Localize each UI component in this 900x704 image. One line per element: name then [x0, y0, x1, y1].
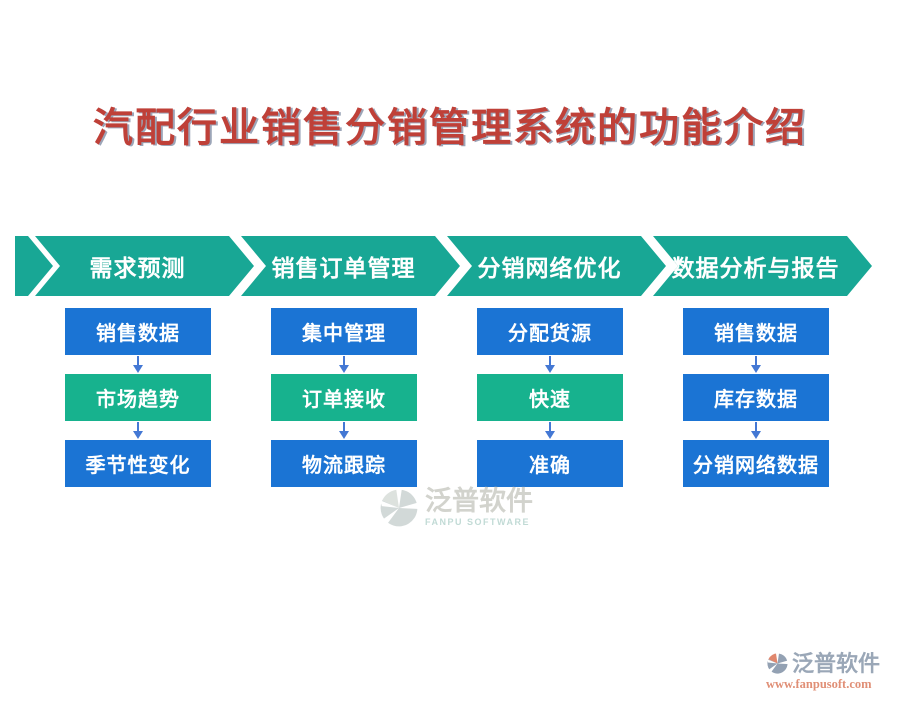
step-box: 订单接收 — [271, 374, 417, 421]
ribbon-segment-label: 需求预测 — [89, 256, 186, 281]
down-arrow-icon — [131, 355, 145, 374]
down-arrow-icon — [131, 421, 145, 440]
watermark-brand: 泛普软件 — [425, 486, 533, 516]
down-arrow-icon — [337, 421, 351, 440]
process-ribbon: 需求预测 销售订单管理 分销网络优化 数据分析与报告 — [15, 236, 887, 296]
footer-brand: 泛普软件 www.fanpusoft.com — [766, 652, 896, 692]
step-box: 库存数据 — [683, 374, 829, 421]
fanpu-logo-icon — [380, 489, 420, 527]
watermark-caption: FANPU SOFTWARE — [425, 517, 531, 528]
step-box: 销售数据 — [65, 308, 211, 355]
footer-brand-name: 泛普软件 — [792, 650, 881, 676]
step-box: 快速 — [477, 374, 623, 421]
step-columns: 销售数据市场趋势季节性变化集中管理订单接收物流跟踪分配货源快速准确销售数据库存数… — [35, 308, 900, 487]
step-box: 分配货源 — [477, 308, 623, 355]
step-box: 集中管理 — [271, 308, 417, 355]
step-box: 准确 — [477, 440, 623, 487]
ribbon-segment-label: 分销网络优化 — [477, 256, 622, 281]
down-arrow-icon — [543, 421, 557, 440]
step-column: 集中管理订单接收物流跟踪 — [241, 308, 447, 487]
step-column: 销售数据库存数据分销网络数据 — [653, 308, 859, 487]
down-arrow-icon — [337, 355, 351, 374]
page-title: 汽配行业销售分销管理系统的功能介绍 — [93, 105, 807, 150]
footer-url: www.fanpusoft.com — [766, 677, 872, 691]
ribbon-segment-label: 数据分析与报告 — [671, 256, 840, 281]
step-box: 销售数据 — [683, 308, 829, 355]
step-box: 市场趋势 — [65, 374, 211, 421]
step-column: 销售数据市场趋势季节性变化 — [35, 308, 241, 487]
step-box: 物流跟踪 — [271, 440, 417, 487]
fanpu-logo-icon — [767, 653, 789, 674]
ribbon-segment: 需求预测 — [35, 236, 254, 296]
step-column: 分配货源快速准确 — [447, 308, 653, 487]
center-watermark: 泛普软件 FANPU SOFTWARE — [378, 487, 533, 529]
step-box: 季节性变化 — [65, 440, 211, 487]
down-arrow-icon — [749, 421, 763, 440]
ribbon-segment: 数据分析与报告 — [653, 236, 872, 296]
ribbon-segment: 销售订单管理 — [241, 236, 460, 296]
ribbon-segment-label: 销售订单管理 — [271, 256, 416, 281]
step-box: 分销网络数据 — [683, 440, 829, 487]
down-arrow-icon — [749, 355, 763, 374]
ribbon-segment: 分销网络优化 — [447, 236, 666, 296]
down-arrow-icon — [543, 355, 557, 374]
